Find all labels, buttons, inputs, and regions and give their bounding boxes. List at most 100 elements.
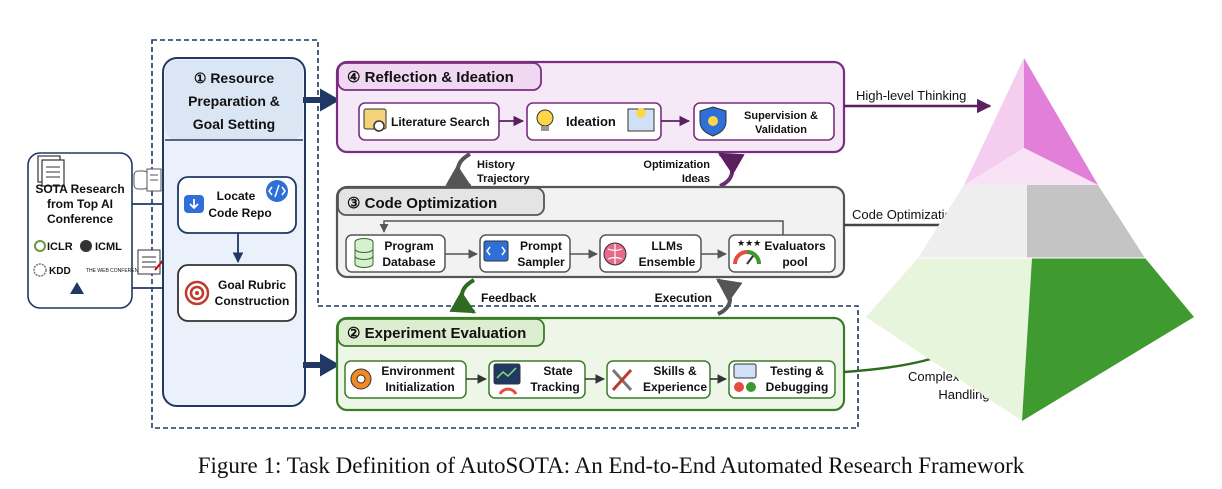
database-cylinder-icon	[354, 238, 374, 268]
pyramid-middle-label: Code Optimization	[852, 207, 959, 222]
pyramid-bottom-right-face	[1022, 258, 1194, 421]
triangle-logo	[70, 282, 84, 294]
pyramid-middle-right-face	[1027, 185, 1145, 258]
resource-title-line-1: ① Resource	[194, 70, 274, 86]
arrow-resource-to-experiment	[303, 353, 341, 377]
resource-title-line-3: Goal Setting	[193, 116, 275, 132]
program-database-box: Program Database	[345, 234, 446, 273]
supervision-box: Supervision & Validation	[693, 102, 835, 141]
papers-icon	[37, 155, 65, 187]
source-title-line-1: SOTA Research	[35, 182, 124, 196]
history-line-2: Trajectory	[477, 173, 530, 185]
locate-code-repo-box: Locate Code Repo	[177, 176, 297, 234]
resource-column: ① Resource Preparation & Goal Setting Lo…	[162, 57, 306, 407]
evaluators-line-1: Evaluators	[764, 239, 826, 253]
skills-line-1: Skills &	[653, 364, 697, 378]
code-icon	[266, 180, 288, 202]
llms-ensemble-box: LLMs Ensemble	[599, 234, 702, 273]
rubric-line-1: Goal Rubric	[218, 278, 286, 292]
prompt-sampler-box: Prompt Sampler	[479, 234, 571, 273]
shield-icon	[699, 106, 727, 137]
testing-debugging-box: Testing & Debugging	[728, 360, 836, 399]
code-panel: ③ Code Optimization Program Database Pro…	[335, 185, 846, 279]
database-icon	[133, 168, 162, 192]
optimization-line-1: Optimization	[643, 159, 710, 171]
monitor-chart-icon	[493, 363, 521, 395]
target-icon	[184, 280, 210, 306]
rubric-line-2: Construction	[215, 294, 290, 308]
reflection-panel: ④ Reflection & Ideation Literature Searc…	[335, 60, 846, 154]
conference-logos: ICLR ICML KDD THE WEB CONFERENCE	[33, 240, 146, 294]
testing-line-1: Testing &	[770, 364, 824, 378]
literature-search-label: Literature Search	[391, 115, 490, 129]
logo-icml: ICML	[95, 241, 122, 253]
pyramid-top-label: High-level Thinking	[856, 88, 966, 103]
llms-line-1: LLMs	[651, 239, 683, 253]
optimization-curved-arrow	[717, 152, 745, 188]
lightbulb-icon	[536, 109, 554, 131]
history-curved-arrow	[445, 152, 473, 188]
gear-icon	[350, 368, 372, 390]
execution-label: Execution	[655, 291, 712, 305]
locate-line-2: Code Repo	[208, 206, 271, 220]
brain-icon	[603, 242, 627, 266]
locate-line-1: Locate	[217, 189, 256, 203]
literature-search-box: Literature Search	[358, 102, 500, 141]
goal-rubric-box: Goal Rubric Construction	[177, 264, 297, 322]
pyramid-top-base	[964, 148, 1098, 185]
supervision-line-1: Supervision &	[744, 110, 818, 122]
state-line-1: State	[543, 364, 573, 378]
environment-init-box: Environment Initialization	[344, 360, 467, 399]
idea-book-icon	[627, 108, 655, 132]
logo-webconf: THE WEB CONFERENCE	[86, 268, 146, 274]
env-line-2: Initialization	[385, 380, 454, 394]
gauge-icon: ★★★	[733, 238, 761, 265]
supervision-line-2: Validation	[755, 124, 807, 136]
env-line-1: Environment	[381, 364, 454, 378]
source-panel: SOTA Research from Top AI Conference ICL…	[27, 152, 146, 309]
code-title: ③ Code Optimization	[347, 195, 497, 212]
pyramid-bottom-left-face	[866, 258, 1032, 421]
pyramid-top-right-face	[1024, 58, 1098, 185]
arrow-feedback-loop	[379, 220, 784, 236]
pyramid-middle-left-face	[918, 185, 1027, 258]
tools-icon	[611, 368, 633, 392]
pyramid	[866, 58, 1194, 421]
testing-line-2: Debugging	[766, 380, 829, 394]
program-db-line-1: Program	[384, 239, 433, 253]
stars-icon: ★★★	[737, 238, 761, 248]
logo-iclr: ICLR	[47, 241, 73, 253]
prompt-sampler-line-1: Prompt	[520, 239, 562, 253]
llms-line-2: Ensemble	[639, 255, 696, 269]
state-tracking-box: State Tracking	[488, 360, 586, 399]
state-line-2: Tracking	[530, 380, 579, 394]
prompt-sampler-line-2: Sampler	[517, 255, 565, 269]
download-icon	[184, 195, 204, 213]
pyramid-top-left-face	[964, 58, 1024, 185]
history-line-1: History	[477, 159, 516, 171]
code-window-icon	[483, 240, 509, 262]
ideation-box: Ideation	[526, 102, 662, 141]
ideation-label: Ideation	[566, 114, 616, 129]
arrow-resource-to-reflection	[303, 88, 341, 112]
source-title-line-3: Conference	[47, 212, 113, 226]
skills-line-2: Experience	[643, 380, 707, 394]
resource-title-line-2: Preparation &	[188, 93, 280, 109]
program-db-line-2: Database	[382, 255, 436, 269]
web-search-icon	[363, 108, 387, 132]
evaluators-pool-box: ★★★ Evaluators pool	[728, 234, 836, 273]
dashed-boundary	[151, 39, 859, 429]
experiment-panel: ② Experiment Evaluation Environment Init…	[335, 316, 846, 412]
source-title-line-2: from Top AI	[47, 197, 113, 211]
figure-caption: Figure 1: Task Definition of AutoSOTA: A…	[198, 453, 1025, 478]
feedback-label: Feedback	[481, 291, 537, 305]
reflection-title: ④ Reflection & Ideation	[347, 69, 514, 86]
test-checks-icon	[733, 363, 757, 392]
experiment-title: ② Experiment Evaluation	[347, 325, 526, 342]
skills-experience-box: Skills & Experience	[606, 360, 711, 399]
logo-kdd: KDD	[49, 266, 71, 277]
goals-checklist-icon	[137, 249, 166, 275]
optimization-line-2: Ideas	[682, 173, 710, 185]
evaluators-line-2: pool	[782, 255, 807, 269]
